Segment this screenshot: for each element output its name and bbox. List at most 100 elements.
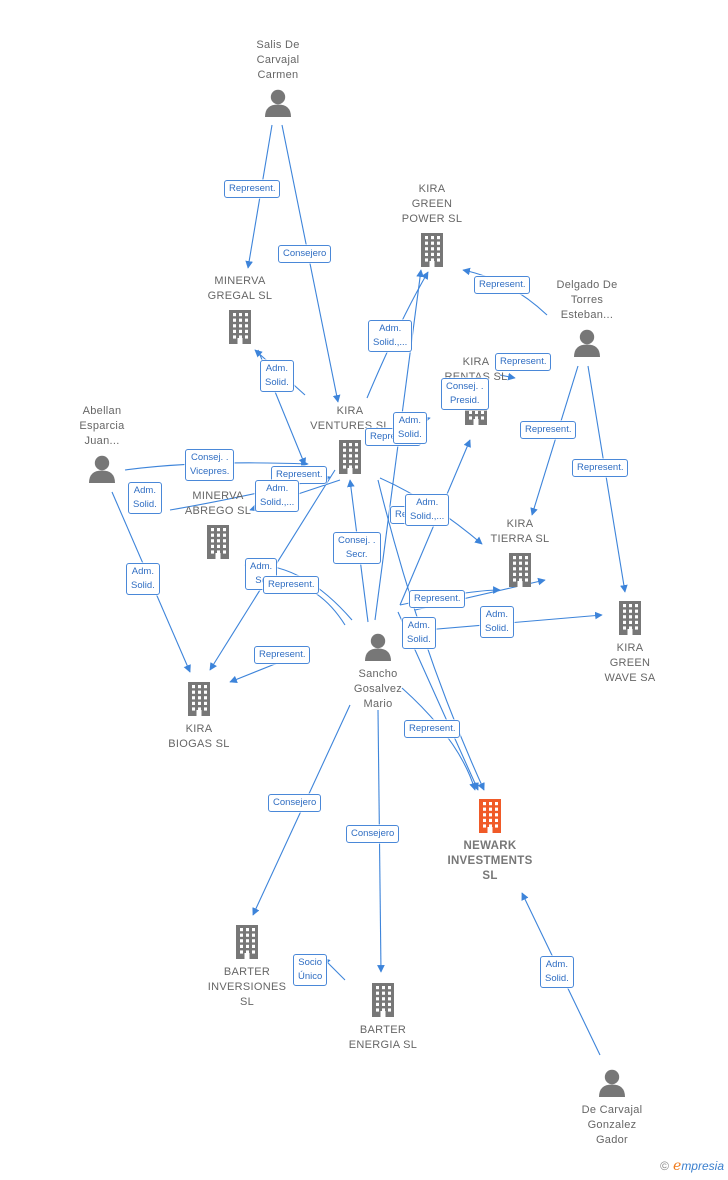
building-icon xyxy=(476,799,504,838)
relation-label[interactable]: Adm.Solid. xyxy=(128,482,162,514)
relation-label-line: Represent. xyxy=(500,356,547,367)
relation-label-line: Presid. xyxy=(449,395,480,406)
relation-label[interactable]: Represent. xyxy=(263,576,320,594)
node-name: BARTER ENERGIA SL xyxy=(308,1023,458,1053)
relation-label[interactable]: Adm.Solid. xyxy=(540,956,574,988)
relation-label[interactable]: Consej. .Presid. xyxy=(441,378,489,410)
relation-label[interactable]: Represent. xyxy=(271,466,328,484)
node-name-line: BARTER xyxy=(359,1024,407,1036)
relation-label-line: Solid. xyxy=(485,623,509,634)
node-name-line: Esteban... xyxy=(560,309,614,321)
node-name-line: KIRA xyxy=(506,518,534,530)
relation-label[interactable]: Represent. xyxy=(520,421,577,439)
relation-label[interactable]: Represent. xyxy=(254,646,311,664)
building-icon xyxy=(506,553,534,592)
relation-label-line: Solid. xyxy=(265,377,289,388)
relation-label[interactable]: Represent. xyxy=(474,276,531,294)
person-icon xyxy=(364,633,392,666)
building-icon xyxy=(185,682,213,721)
relation-label[interactable]: Adm.Solid. xyxy=(402,617,436,649)
node-name-line: KIRA xyxy=(185,723,213,735)
relation-label[interactable]: Represent. xyxy=(409,590,466,608)
person-icon xyxy=(264,89,292,122)
relation-label[interactable]: Represent. xyxy=(404,720,461,738)
node-name-line: Delgado De xyxy=(556,279,618,291)
relation-label[interactable]: Adm. Solid.,... xyxy=(255,480,300,512)
building-icon xyxy=(336,440,364,479)
node-name-line: Gonzalez xyxy=(587,1119,637,1131)
person-icon xyxy=(573,329,601,362)
node-name: KIRA TIERRA SL xyxy=(445,517,595,547)
building-icon xyxy=(369,983,397,1022)
node-name-line: SL xyxy=(239,996,255,1008)
relation-label[interactable]: Represent. xyxy=(495,353,552,371)
relation-label-line: Solid.,... xyxy=(260,497,295,508)
node-name-line: Gosalvez xyxy=(353,683,403,695)
relation-label-line: So xyxy=(255,575,267,586)
brand-watermark: ©empresia xyxy=(660,1158,724,1174)
relation-label-line: Adm. xyxy=(250,561,273,572)
relation-label-line: Consej. . xyxy=(338,535,376,546)
relation-label[interactable]: Adm.Solid. xyxy=(260,360,294,392)
relation-label-line: Solid. xyxy=(398,429,422,440)
node-name-line: TIERRA SL xyxy=(490,533,550,545)
relation-label-line: Re xyxy=(395,509,408,520)
node-name-line: Torres xyxy=(570,294,604,306)
node-name-line: MINERVA xyxy=(214,275,266,287)
relation-label[interactable]: Represent. xyxy=(224,180,281,198)
relation-label[interactable]: Consej. . Secr. xyxy=(333,532,381,564)
brand-logo-initial: e xyxy=(673,1158,682,1174)
relation-label-line: Adm. xyxy=(266,483,289,494)
relation-label-line: Solid.,... xyxy=(373,337,408,348)
relation-label-line: Solid. xyxy=(545,973,569,984)
node-name-line: ENERGIA SL xyxy=(348,1039,418,1051)
relation-label[interactable]: Consejero xyxy=(346,825,400,843)
relation-edge xyxy=(530,365,579,516)
relation-edge xyxy=(401,687,477,791)
relation-label[interactable]: Adm.Solid. xyxy=(393,412,427,444)
node-name-line: KIRA xyxy=(462,356,490,368)
relation-label-line: Consejero xyxy=(283,248,327,259)
relation-label[interactable]: Adm.Solid. xyxy=(126,563,160,595)
copyright-symbol: © xyxy=(660,1159,670,1173)
node-name-line: Gador xyxy=(595,1134,629,1146)
relation-label-line: Represent. xyxy=(479,279,526,290)
person-icon xyxy=(598,1069,626,1102)
relation-label-line: Represent. xyxy=(268,579,315,590)
node-name-line: POWER SL xyxy=(401,213,463,225)
relation-label-line: Secr. xyxy=(345,549,368,560)
relation-label[interactable]: Represent. xyxy=(572,459,629,477)
node-name-line: De Carvajal xyxy=(581,1104,643,1116)
relation-label-line: Represent. xyxy=(577,462,624,473)
node-name-line: GREEN xyxy=(411,198,453,210)
relation-label-line: Represent. xyxy=(276,469,323,480)
node-name-line: GREGAL SL xyxy=(207,290,273,302)
relation-label[interactable]: Adm.Solid.,... xyxy=(405,494,450,526)
relation-label[interactable]: Consejero xyxy=(278,245,332,263)
relation-label[interactable]: Consejero xyxy=(268,794,322,812)
node-name-line: GREEN xyxy=(609,657,651,669)
relation-label-line: Adm. xyxy=(379,323,402,334)
relation-label-line: Represent. xyxy=(259,649,306,660)
node-name: MINERVA GREGAL SL xyxy=(165,274,315,304)
brand-logo-text: mpresia xyxy=(681,1159,724,1173)
node-name-line: Carvajal xyxy=(256,54,300,66)
node-name-line: KIRA xyxy=(418,183,446,195)
node-name-line: Esparcia xyxy=(79,420,125,432)
node-name-line: NEWARK xyxy=(463,840,517,852)
relation-label[interactable]: Adm. Solid.,... xyxy=(368,320,413,352)
node-name-line: Carmen xyxy=(257,69,299,81)
relation-label[interactable]: Consej. .Vicepres. xyxy=(185,449,235,481)
node-name-line: INVESTMENTS xyxy=(447,855,533,867)
relation-label[interactable]: Adm.Solid. xyxy=(480,606,514,638)
node-name-line: MINERVA xyxy=(192,490,244,502)
node-name-line: WAVE SA xyxy=(604,672,656,684)
node-name-line: INVERSIONES xyxy=(207,981,287,993)
